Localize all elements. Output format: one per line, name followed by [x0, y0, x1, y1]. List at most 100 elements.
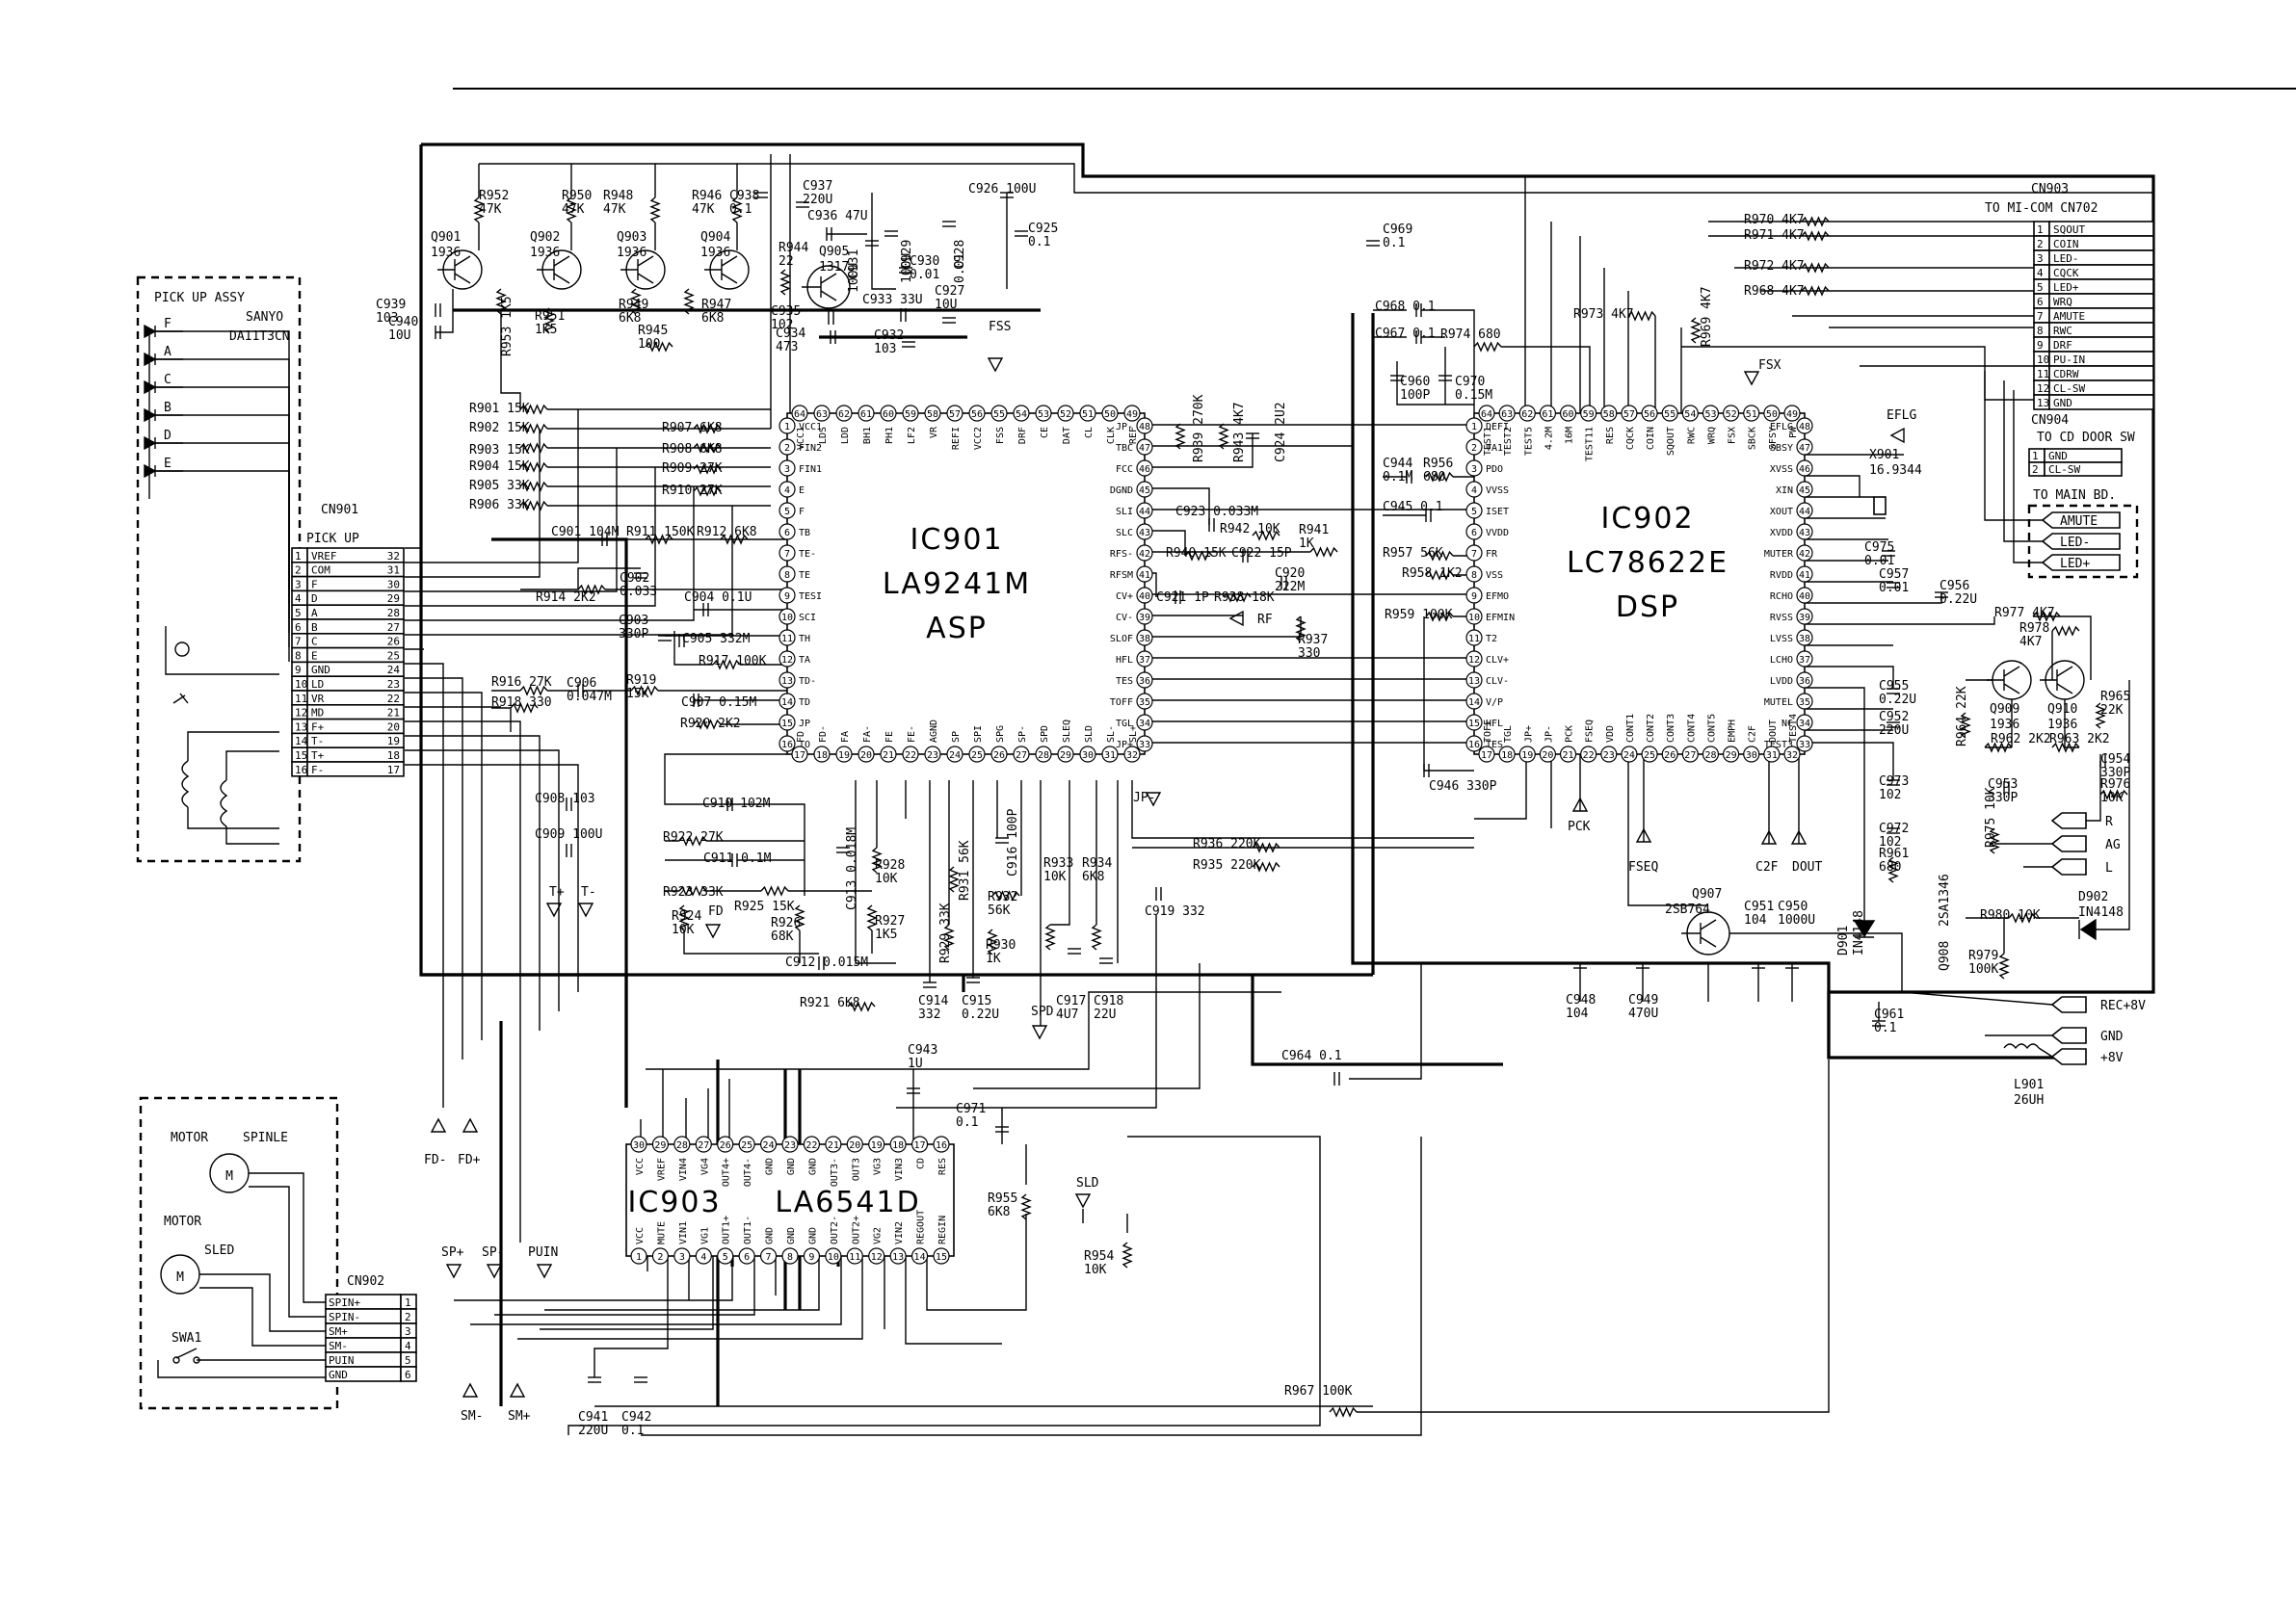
ic903-pin-name: OUT4-	[743, 1158, 753, 1187]
pickup-diode-wire	[155, 330, 290, 589]
ic901-pin-10	[779, 608, 796, 625]
ic903-pin-num: 28	[676, 1140, 688, 1151]
cn901-pin-number-right: 32	[387, 550, 400, 563]
ic902-pin-name: TGL	[1503, 725, 1514, 743]
c940-ref: C940	[388, 315, 418, 329]
switch-wire	[157, 1359, 326, 1378]
trace	[1627, 754, 1800, 906]
r965-ref: R965	[2100, 690, 2130, 704]
q908-ref: Q908	[1938, 941, 1952, 971]
ic902-pin-47	[1796, 438, 1813, 456]
ic901-pin-num: 53	[1038, 409, 1049, 420]
r906-label: R906 33K	[469, 498, 530, 512]
ic903-pin-name: VIN2	[894, 1221, 905, 1244]
sled-label: SLED	[204, 1243, 234, 1258]
trace	[912, 1069, 1128, 1233]
r950-ref: R950	[562, 189, 592, 203]
cn901-pin-signal: F+	[311, 720, 325, 733]
ic902-pin-name: VVSS	[1486, 485, 1509, 496]
r963-resistor	[2051, 742, 2080, 753]
r922-label: R922 27K	[663, 830, 724, 845]
ic902-pin-name: EFMIN	[1486, 613, 1515, 623]
ic902-pin-46	[1796, 459, 1813, 477]
ic903-pin-num: 8	[787, 1252, 793, 1263]
ic901-pin-num: 43	[1139, 528, 1150, 538]
cn901-pin-number: 1	[295, 550, 302, 563]
ic901-pin-num: 47	[1139, 443, 1150, 454]
ic902-pin-22	[1580, 746, 1597, 763]
r961-ref: R961	[1879, 847, 1909, 861]
x901-value: 16.9344	[1869, 463, 1922, 478]
cn901-pin-signal: E	[311, 649, 318, 662]
ic902-pin-name: CONT4	[1686, 714, 1697, 743]
ic901-pin-49	[1123, 405, 1141, 422]
power-label: +8V	[2100, 1051, 2124, 1065]
ic903-pin-28	[673, 1136, 691, 1153]
ic901-pin-num: 31	[1104, 750, 1116, 761]
trace	[1145, 424, 1474, 525]
ic902-pin-num: 42	[1799, 549, 1810, 560]
c906-value: 0.047M	[567, 690, 612, 704]
cn903-pin-number: 2	[2037, 238, 2044, 250]
ic901-pin-54	[1013, 405, 1030, 422]
ic902-pin-num: 30	[1746, 750, 1757, 761]
q910-icon	[2056, 683, 2073, 694]
cn903-pin-number: 4	[2037, 267, 2044, 279]
ic903-pin-1	[630, 1247, 647, 1265]
cn903-pin-number: 5	[2037, 281, 2044, 294]
cn903-ref: CN903	[2031, 182, 2069, 196]
ic901-pin-16	[779, 735, 796, 752]
ic902-pin-23	[1600, 746, 1618, 763]
q905-icon	[820, 273, 837, 284]
main-bd-signal: AMUTE	[2060, 514, 2098, 529]
testpoint-label: FSX	[1758, 358, 1781, 373]
r910-resistor	[693, 485, 722, 497]
ic901-pin-num: 36	[1139, 676, 1150, 687]
ic902-pin-15	[1465, 714, 1483, 731]
ic901-pin-num: 30	[1082, 750, 1094, 761]
cn901-pin-signal: COM	[311, 564, 330, 577]
ic901-pin-name: FD-	[818, 725, 829, 743]
ic901-pin-name: FIN1	[799, 464, 822, 475]
r959-resistor	[1425, 611, 1454, 622]
r951-ref: R951	[535, 309, 565, 324]
ic902-pin-2	[1465, 438, 1483, 456]
r948-resistor	[649, 196, 661, 223]
ic901-pin-28	[1035, 746, 1052, 763]
c938-ref: C938	[729, 189, 759, 203]
trace	[1579, 963, 1793, 1002]
ic901-pin-2	[779, 438, 796, 456]
r945-value: 100	[638, 337, 660, 352]
ic901-pin-43	[1136, 523, 1153, 540]
r912-resistor	[720, 534, 749, 545]
r933-ref: R933	[1043, 856, 1073, 871]
ic902-pin-num: 46	[1799, 464, 1810, 475]
ic901-pin-num: 32	[1126, 750, 1138, 761]
ic901-pin-num: 62	[838, 409, 850, 420]
ic902-pin-62	[1518, 405, 1536, 422]
ic903-pin-name: VG4	[699, 1158, 710, 1175]
r907-label: R907 6K8	[662, 421, 723, 435]
ic901-pin-57	[946, 405, 963, 422]
ic902-pin-1	[1465, 417, 1483, 434]
ic901-pin-num: 23	[927, 750, 938, 761]
r976-value: 10K	[2100, 791, 2124, 805]
ic902-pin-5	[1465, 502, 1483, 519]
ic902-pin-name: MUTER	[1764, 549, 1794, 560]
ic901-pin-num: 48	[1139, 422, 1150, 432]
ic901-ref: IC901	[910, 523, 1003, 557]
c953-ref: C953	[1988, 777, 2018, 792]
trace	[435, 289, 521, 409]
q904-ref: Q904	[700, 230, 730, 245]
c901-label: C901 104M	[551, 525, 620, 539]
ic901-pin-name: FD	[796, 731, 806, 743]
ic901-pin-34	[1136, 714, 1153, 731]
cn903-pin-signal: RWC	[2053, 325, 2072, 337]
trace	[1729, 932, 1903, 1021]
r962-resistor	[1984, 742, 2013, 753]
ic902-pin-num: 31	[1766, 750, 1778, 761]
ic903-pin-name: VIN1	[678, 1221, 689, 1244]
ic902-pin-num: 48	[1799, 422, 1810, 432]
ic902-pin-num: 10	[1468, 613, 1480, 623]
c960-ref: C960	[1400, 375, 1430, 389]
